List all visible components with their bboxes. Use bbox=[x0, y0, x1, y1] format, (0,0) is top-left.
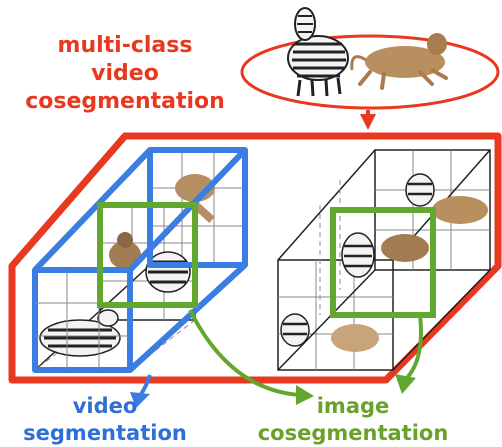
green-arrowhead-left bbox=[296, 385, 314, 405]
green-arrowhead-right bbox=[395, 374, 416, 394]
outer-frame bbox=[8, 132, 502, 384]
right-cube-images bbox=[280, 173, 488, 352]
left-cube-images bbox=[39, 174, 215, 357]
zebra-image bbox=[405, 173, 435, 207]
lion-icon bbox=[350, 33, 448, 90]
zebra-image bbox=[341, 232, 375, 278]
green-arrow-right bbox=[403, 314, 423, 382]
right-frame-highlight bbox=[330, 207, 436, 318]
lion-image bbox=[331, 324, 379, 352]
top-animals bbox=[240, 7, 500, 110]
image-cosegmentation-label: image cosegmentation bbox=[258, 394, 449, 445]
video-label-line-2: segmentation bbox=[23, 421, 187, 445]
lion-image bbox=[432, 196, 488, 224]
zebra-icon bbox=[287, 7, 349, 97]
image-label-line-1: image bbox=[317, 394, 390, 418]
zebra-image bbox=[39, 309, 121, 357]
left-frame-highlight bbox=[97, 202, 198, 308]
title-line-3: cosegmentation bbox=[25, 89, 225, 114]
zebra-image bbox=[280, 313, 310, 347]
green-arrow-left bbox=[188, 309, 301, 397]
title-line-1: multi-class bbox=[58, 33, 193, 58]
blue-arrowhead bbox=[130, 392, 150, 408]
right-cube bbox=[277, 149, 491, 371]
video-label-line-1: video bbox=[73, 394, 138, 418]
image-label-line-2: cosegmentation bbox=[258, 421, 449, 445]
left-front-grid bbox=[35, 270, 130, 370]
class-ellipse bbox=[240, 34, 500, 110]
title-text: multi-class video cosegmentation bbox=[25, 33, 225, 114]
video-segmentation-label: video segmentation bbox=[23, 394, 187, 445]
video-volume-highlight bbox=[32, 147, 248, 373]
lion-image bbox=[381, 234, 429, 262]
title-line-2: video bbox=[91, 61, 159, 86]
lion-image bbox=[109, 232, 141, 269]
